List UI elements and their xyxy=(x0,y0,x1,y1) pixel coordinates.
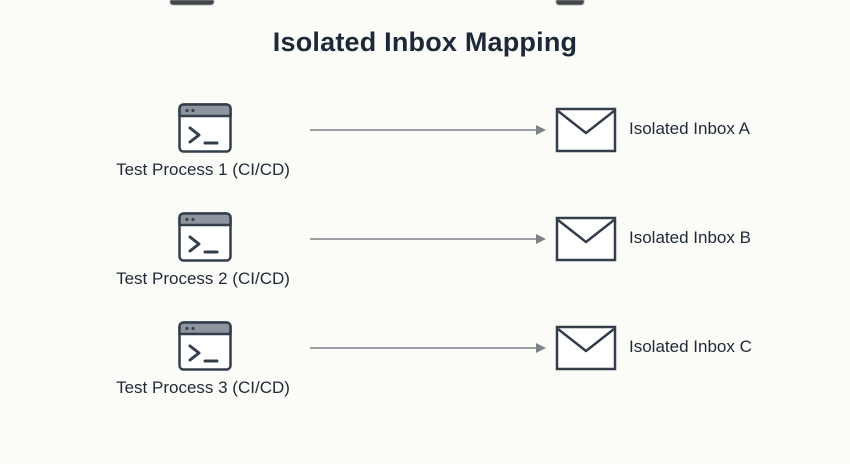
envelope-icon xyxy=(555,216,617,262)
process-label: Test Process 2 (CI/CD) xyxy=(116,269,290,288)
inbox-label: Isolated Inbox C xyxy=(629,337,752,356)
mapping-row: Test Process 2 (CI/CD) Isolated Inbox B xyxy=(0,212,850,304)
terminal-window-icon xyxy=(178,103,232,153)
page-title: Isolated Inbox Mapping xyxy=(272,27,578,57)
terminal-window-icon xyxy=(178,321,232,371)
envelope-icon xyxy=(555,107,617,153)
inbox-label: Isolated Inbox B xyxy=(629,228,751,247)
scan-artifact-mark xyxy=(556,0,584,5)
mapping-row: Test Process 3 (CI/CD) Isolated Inbox C xyxy=(0,321,850,413)
process-label: Test Process 1 (CI/CD) xyxy=(116,160,290,179)
arrow-right-icon xyxy=(310,232,546,246)
inbox-label: Isolated Inbox A xyxy=(629,119,750,138)
envelope-icon xyxy=(555,325,617,371)
arrow-right-icon xyxy=(310,123,546,137)
mapping-row: Test Process 1 (CI/CD) Isolated Inbox A xyxy=(0,103,850,195)
process-label: Test Process 3 (CI/CD) xyxy=(116,378,290,397)
arrow-right-icon xyxy=(310,341,546,355)
scan-artifact-mark xyxy=(170,0,214,5)
terminal-window-icon xyxy=(178,212,232,262)
